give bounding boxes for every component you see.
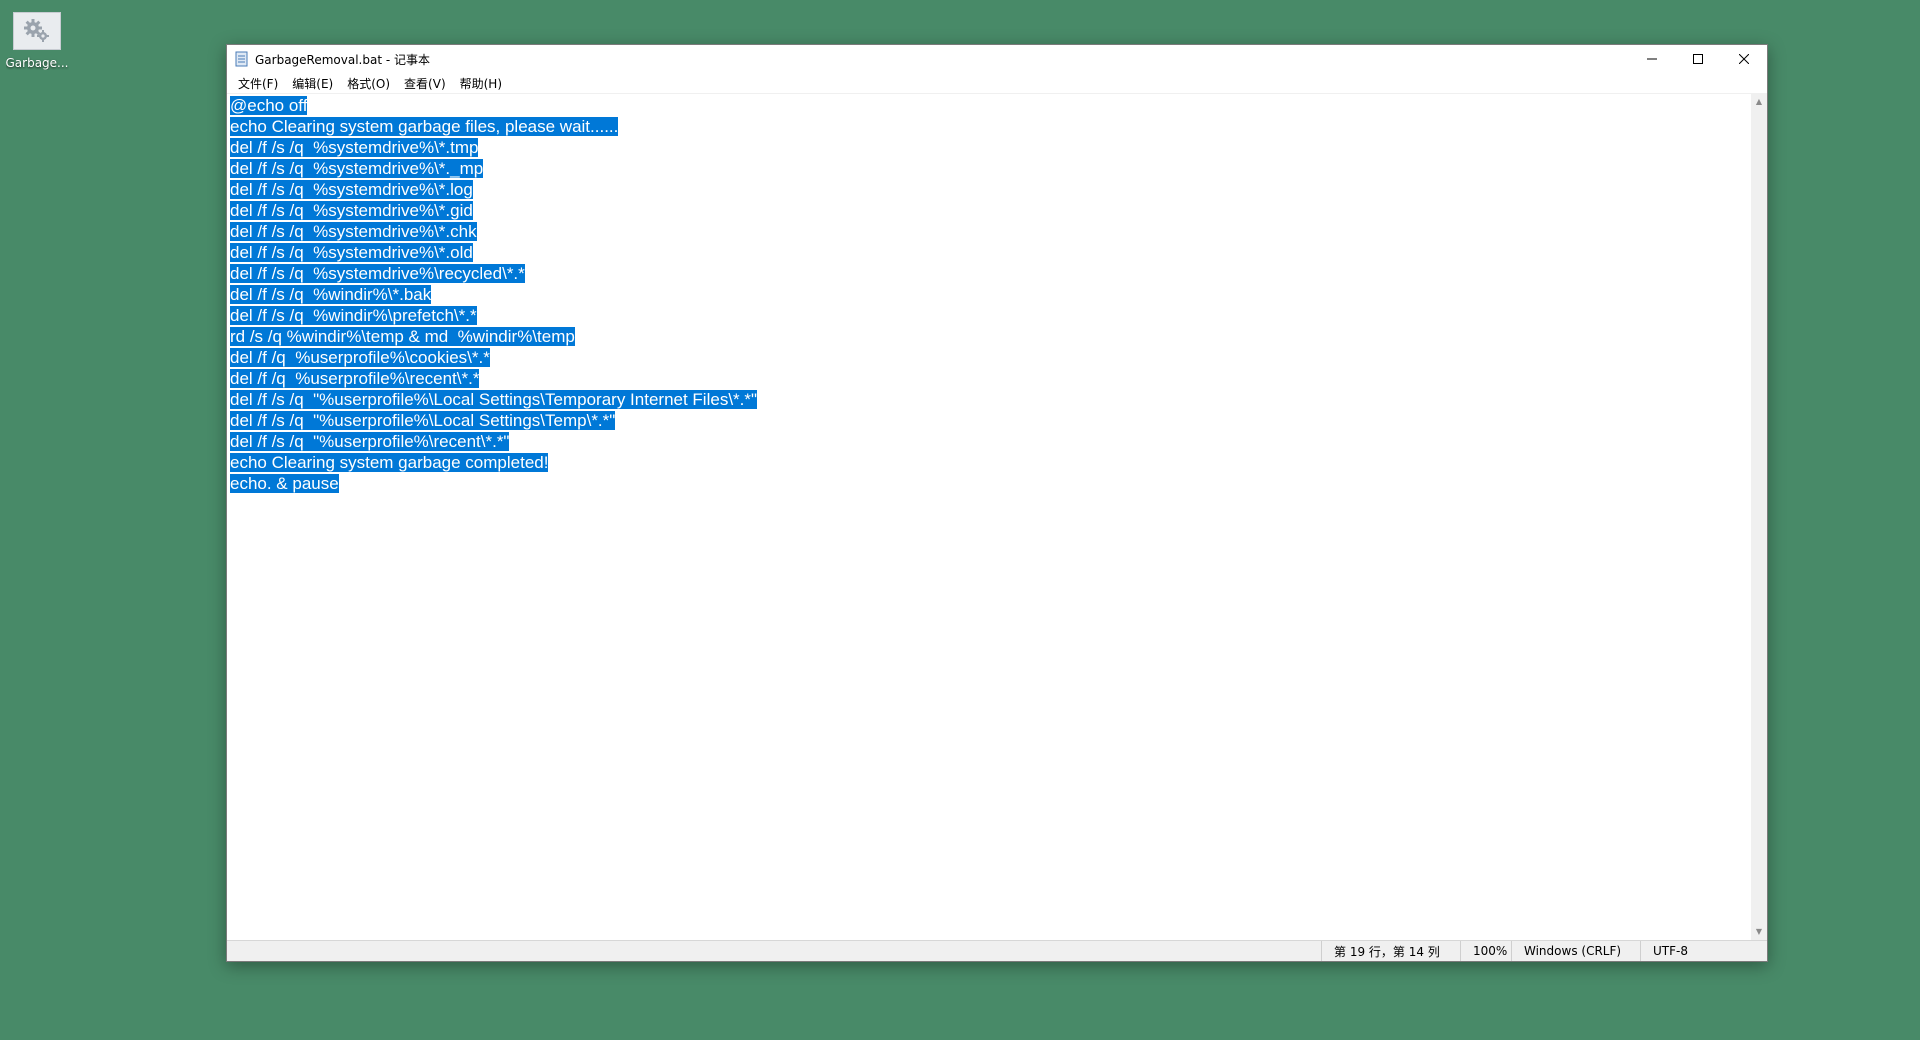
editor-line: del /f /s /q "%userprofile%\recent\*.*" bbox=[230, 431, 1748, 452]
editor-line: del /f /q %userprofile%\cookies\*.* bbox=[230, 347, 1748, 368]
selected-text: del /f /s /q %systemdrive%\*.chk bbox=[230, 222, 477, 241]
editor-line: del /f /s /q %systemdrive%\*.old bbox=[230, 242, 1748, 263]
maximize-icon bbox=[1693, 54, 1703, 64]
close-button[interactable] bbox=[1721, 45, 1767, 73]
vertical-scrollbar[interactable]: ▲ ▼ bbox=[1751, 94, 1767, 940]
status-zoom: 100% bbox=[1460, 941, 1511, 961]
status-encoding: UTF-8 bbox=[1640, 941, 1753, 961]
editor-line: del /f /s /q "%userprofile%\Local Settin… bbox=[230, 389, 1748, 410]
selected-text: rd /s /q %windir%\temp & md %windir%\tem… bbox=[230, 327, 575, 346]
editor-line: echo Clearing system garbage completed! bbox=[230, 452, 1748, 473]
menu-file[interactable]: 文件(F) bbox=[238, 76, 279, 91]
scroll-down-icon[interactable]: ▼ bbox=[1755, 927, 1763, 936]
desktop-icon-label: Garbage... bbox=[5, 56, 69, 70]
editor-line: echo. & pause bbox=[230, 473, 1748, 494]
status-line-ending: Windows (CRLF) bbox=[1511, 941, 1640, 961]
editor-line: del /f /s /q %systemdrive%\*.chk bbox=[230, 221, 1748, 242]
selected-text: del /f /s /q "%userprofile%\recent\*.*" bbox=[230, 432, 510, 451]
selected-text: del /f /s /q %systemdrive%\*.tmp bbox=[230, 138, 479, 157]
status-cursor-position: 第 19 行，第 14 列 bbox=[1321, 941, 1460, 961]
selected-text: del /f /q %userprofile%\recent\*.* bbox=[230, 369, 480, 388]
gear-icon bbox=[13, 12, 61, 50]
menu-bar: 文件(F) 编辑(E) 格式(O) 查看(V) 帮助(H) bbox=[227, 73, 1767, 93]
selected-text: del /f /s /q "%userprofile%\Local Settin… bbox=[230, 411, 616, 430]
selected-text: echo Clearing system garbage completed! bbox=[230, 453, 549, 472]
selected-text: del /f /q %userprofile%\cookies\*.* bbox=[230, 348, 490, 367]
selected-text: del /f /s /q %systemdrive%\*._mp bbox=[230, 159, 484, 178]
selected-text: echo Clearing system garbage files, plea… bbox=[230, 117, 619, 136]
editor-line: @echo off bbox=[230, 95, 1748, 116]
window-title: GarbageRemoval.bat - 记事本 bbox=[255, 52, 431, 67]
menu-view[interactable]: 查看(V) bbox=[404, 76, 446, 91]
editor-line: del /f /q %userprofile%\recent\*.* bbox=[230, 368, 1748, 389]
selected-text: del /f /s /q %systemdrive%\*.old bbox=[230, 243, 473, 262]
editor-line: del /f /s /q "%userprofile%\Local Settin… bbox=[230, 410, 1748, 431]
selected-text: del /f /s /q %windir%\prefetch\*.* bbox=[230, 306, 477, 325]
minimize-icon bbox=[1647, 58, 1657, 60]
editor-line: del /f /s /q %windir%\prefetch\*.* bbox=[230, 305, 1748, 326]
editor-line: echo Clearing system garbage files, plea… bbox=[230, 116, 1748, 137]
text-editor[interactable]: @echo off echo Clearing system garbage f… bbox=[227, 94, 1751, 940]
editor-line: del /f /s /q %systemdrive%\*.log bbox=[230, 179, 1748, 200]
menu-help[interactable]: 帮助(H) bbox=[459, 76, 503, 91]
editor-line: del /f /s /q %windir%\*.bak bbox=[230, 284, 1748, 305]
title-bar[interactable]: GarbageRemoval.bat - 记事本 bbox=[227, 45, 1767, 73]
notepad-icon bbox=[235, 51, 248, 67]
close-icon bbox=[1739, 54, 1749, 64]
scroll-up-icon[interactable]: ▲ bbox=[1755, 97, 1763, 106]
selected-text: del /f /s /q %systemdrive%\recycled\*.* bbox=[230, 264, 525, 283]
selected-text: echo. & pause bbox=[230, 474, 339, 493]
maximize-button[interactable] bbox=[1675, 45, 1721, 73]
selected-text: del /f /s /q "%userprofile%\Local Settin… bbox=[230, 390, 758, 409]
notepad-window: GarbageRemoval.bat - 记事本 文件(F) 编辑(E) 格式(… bbox=[226, 44, 1768, 962]
minimize-button[interactable] bbox=[1629, 45, 1675, 73]
status-bar: 第 19 行，第 14 列 100% Windows (CRLF) UTF-8 bbox=[227, 940, 1767, 961]
resize-grip-icon[interactable] bbox=[1753, 941, 1767, 961]
selected-text: del /f /s /q %windir%\*.bak bbox=[230, 285, 432, 304]
menu-edit[interactable]: 编辑(E) bbox=[292, 76, 334, 91]
editor-line: rd /s /q %windir%\temp & md %windir%\tem… bbox=[230, 326, 1748, 347]
editor-line: del /f /s /q %systemdrive%\recycled\*.* bbox=[230, 263, 1748, 284]
editor-line: del /f /s /q %systemdrive%\*._mp bbox=[230, 158, 1748, 179]
menu-format[interactable]: 格式(O) bbox=[347, 76, 391, 91]
editor-line: del /f /s /q %systemdrive%\*.tmp bbox=[230, 137, 1748, 158]
selected-text: @echo off bbox=[230, 96, 308, 115]
selected-text: del /f /s /q %systemdrive%\*.log bbox=[230, 180, 473, 199]
desktop-icon-garbage[interactable]: Garbage... bbox=[2, 12, 72, 70]
selected-text: del /f /s /q %systemdrive%\*.gid bbox=[230, 201, 473, 220]
editor-line: del /f /s /q %systemdrive%\*.gid bbox=[230, 200, 1748, 221]
